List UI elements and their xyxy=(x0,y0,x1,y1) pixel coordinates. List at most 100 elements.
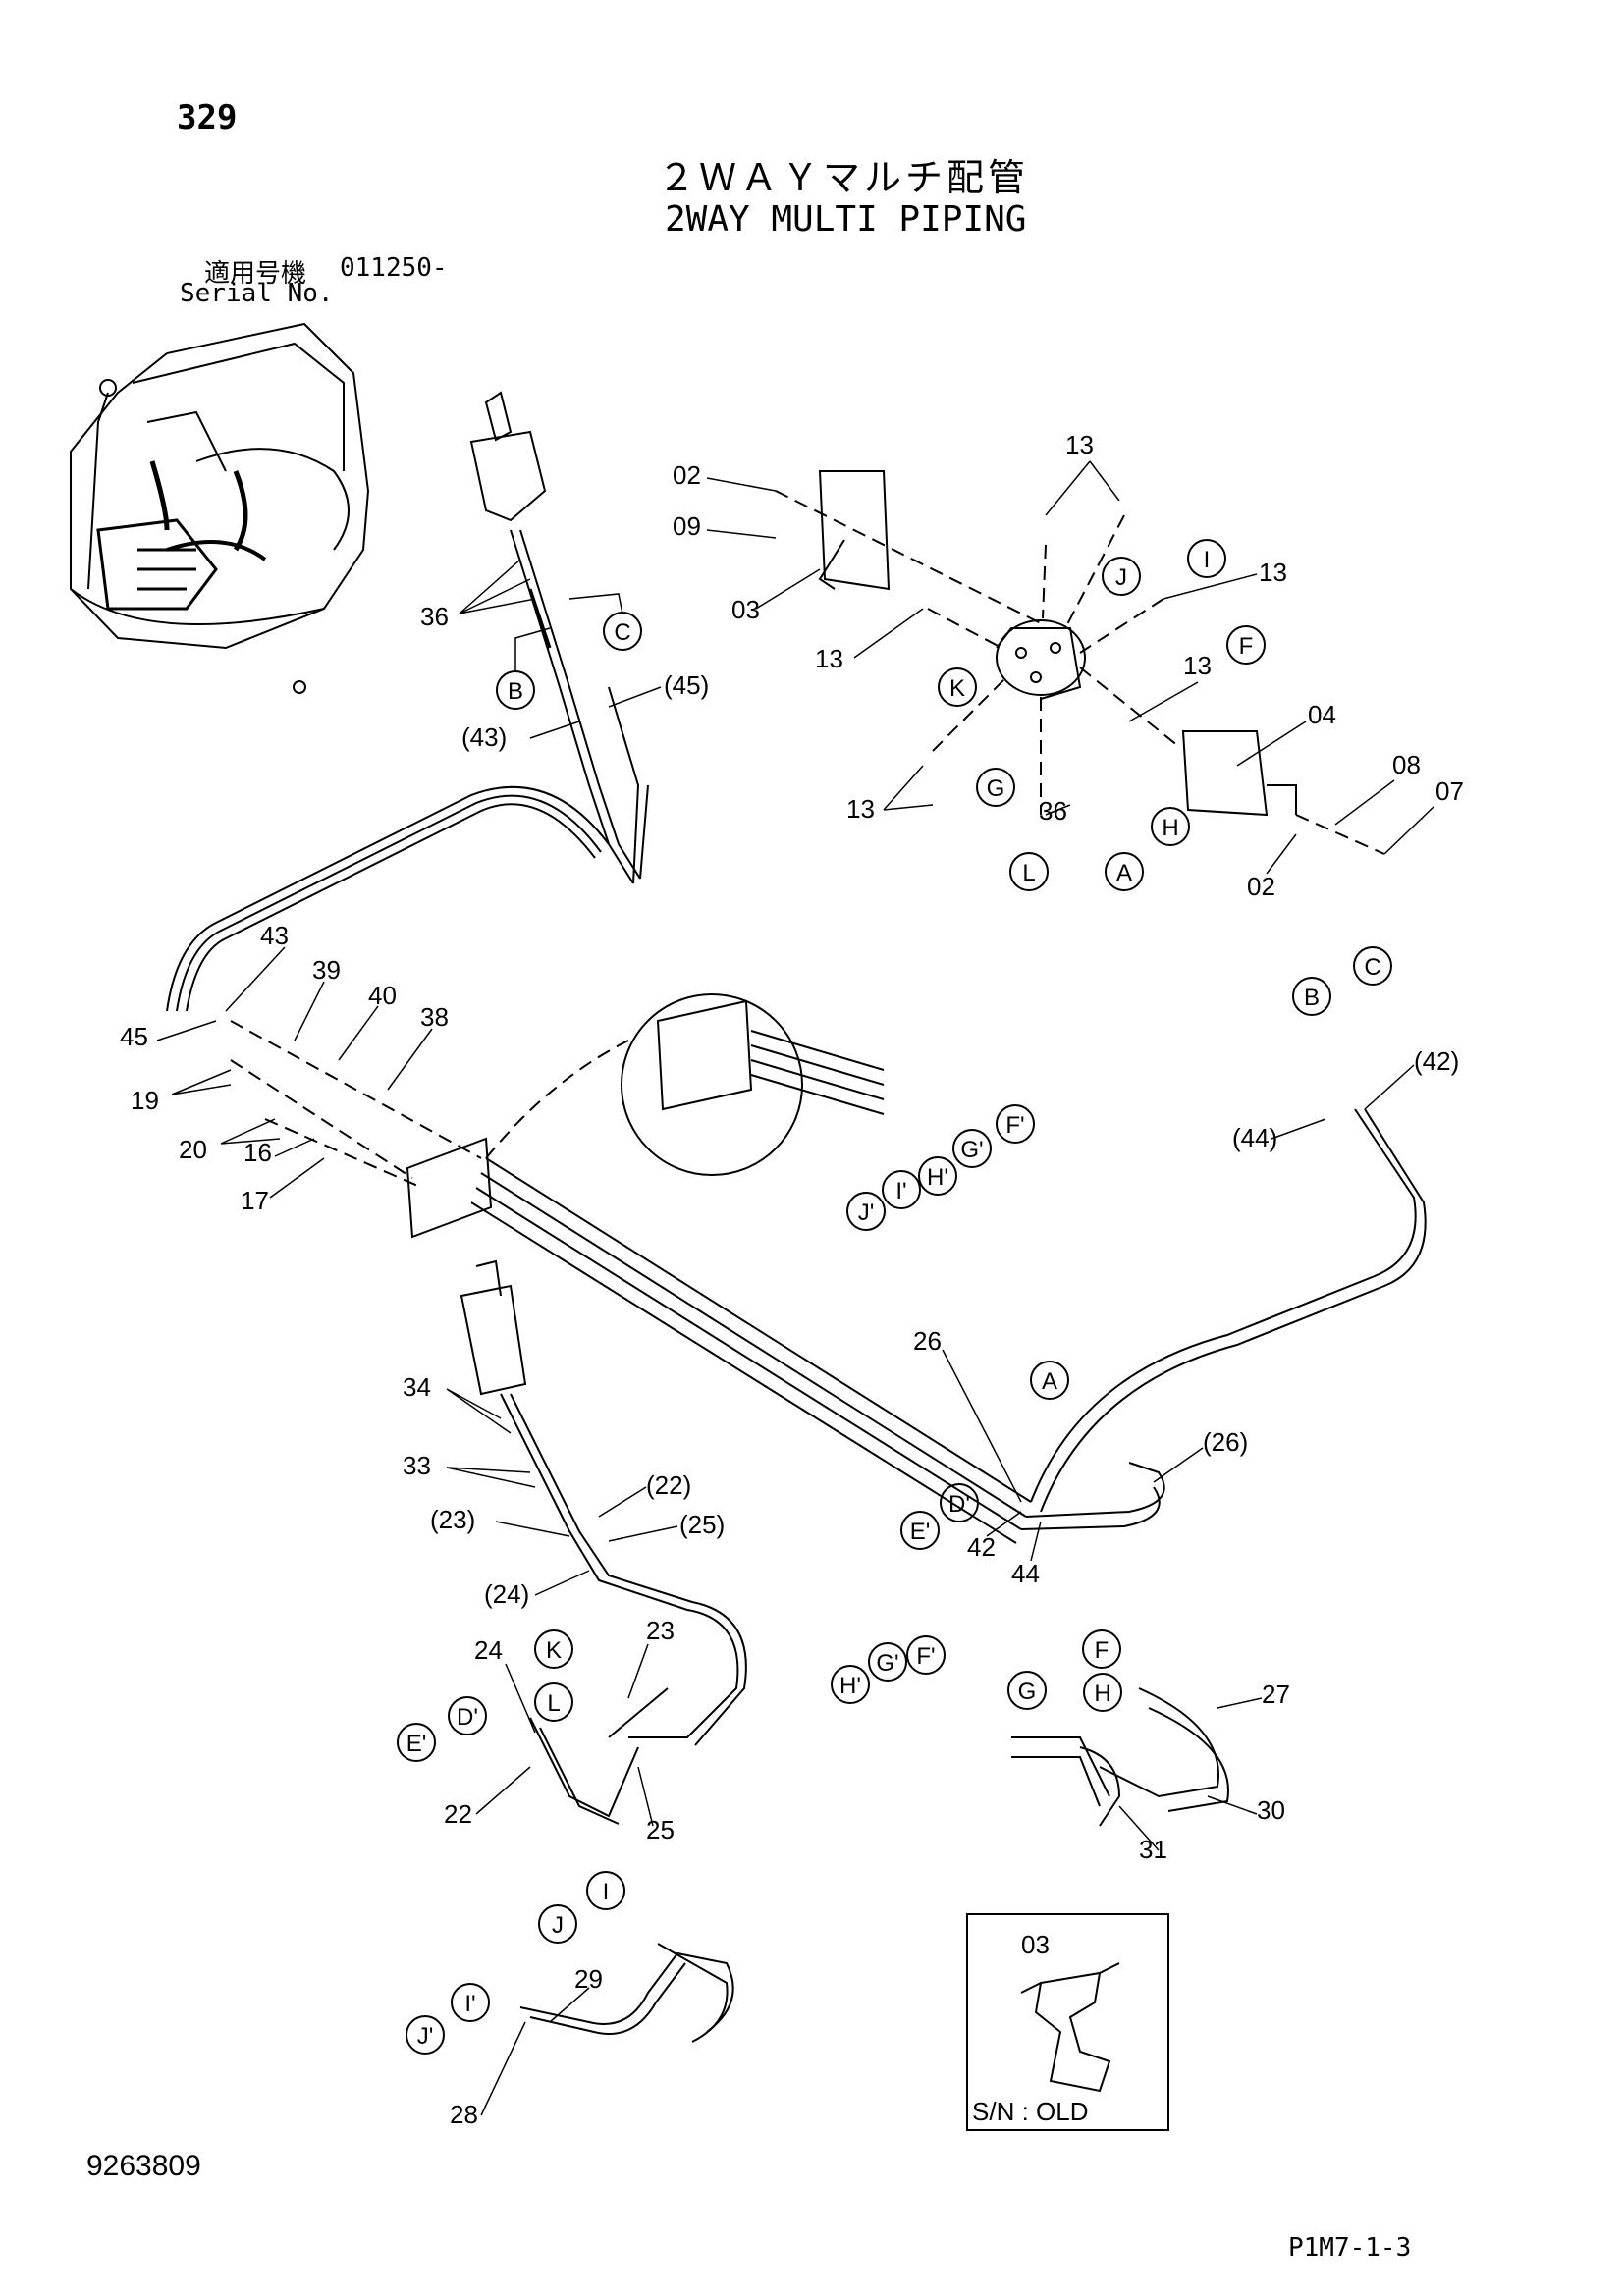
letter-i-bottom: I xyxy=(603,1879,610,1905)
connection-letters: C B J I F K G H L A F' G' H' I' J' B C A… xyxy=(406,547,1381,2050)
label-16: 16 xyxy=(243,1138,272,1167)
letter-f-valve: F xyxy=(1239,633,1254,660)
label-02-bottom: 02 xyxy=(1247,872,1275,901)
label-45-paren: (45) xyxy=(664,670,709,700)
letter-l-lower: L xyxy=(547,1690,560,1717)
label-09: 09 xyxy=(673,511,701,541)
letter-f-prime-detail: F' xyxy=(1005,1112,1024,1139)
letter-h-valve: H xyxy=(1162,815,1178,841)
label-02-top: 02 xyxy=(673,460,701,490)
valve-block-assembly xyxy=(775,470,1385,855)
title-japanese: ２ＷＡＹマルチ配管 xyxy=(658,156,1030,199)
machine-cab-illustration xyxy=(70,322,370,694)
label-30: 30 xyxy=(1257,1795,1285,1825)
label-23-paren: (23) xyxy=(430,1505,475,1534)
letter-f-prime-lower: F' xyxy=(916,1643,935,1670)
letter-c-right: C xyxy=(1364,954,1380,981)
label-29: 29 xyxy=(574,1964,603,1994)
letter-i-prime-bottom: I' xyxy=(464,1991,475,2017)
letter-h-prime-lower: H' xyxy=(839,1673,861,1699)
label-45: 45 xyxy=(120,1022,148,1051)
letter-e-prime-mid: E' xyxy=(910,1519,931,1545)
label-23: 23 xyxy=(646,1616,675,1645)
label-40: 40 xyxy=(368,981,397,1010)
letter-i-prime-detail: I' xyxy=(895,1178,906,1204)
letter-g-prime-detail: G' xyxy=(960,1137,983,1163)
letter-k-valve: K xyxy=(949,675,965,702)
label-36-valve: 36 xyxy=(1039,796,1067,826)
label-42-paren: (42) xyxy=(1414,1046,1459,1076)
label-22-paren: (22) xyxy=(646,1470,691,1500)
letter-h-lower: H xyxy=(1094,1681,1110,1707)
letter-a-valve: A xyxy=(1116,860,1132,886)
label-33: 33 xyxy=(403,1451,431,1480)
letter-i-valve: I xyxy=(1204,547,1211,573)
letter-d-prime-lower: D' xyxy=(457,1704,478,1731)
letter-l-valve: L xyxy=(1022,860,1035,886)
letter-j-bottom: J xyxy=(552,1912,564,1939)
label-26-paren: (26) xyxy=(1203,1427,1248,1457)
letter-b-top: B xyxy=(508,678,523,705)
label-43: 43 xyxy=(260,921,289,950)
label-24-paren: (24) xyxy=(484,1579,529,1609)
letter-b-right: B xyxy=(1304,985,1320,1011)
label-26: 26 xyxy=(913,1326,942,1356)
center-left-hose-assembly xyxy=(460,1259,747,1825)
label-13-bottom: 13 xyxy=(846,794,875,824)
label-13-left: 13 xyxy=(815,644,843,673)
center-right-hose-assembly xyxy=(1011,1687,1229,1827)
label-13-mid: 13 xyxy=(1183,651,1212,680)
label-28: 28 xyxy=(450,2100,478,2129)
old-bracket-inset xyxy=(966,1913,1169,2131)
label-07: 07 xyxy=(1435,776,1464,806)
part-number-labels: 36 (43) (45) 02 09 03 13 13 13 13 13 36 … xyxy=(120,430,1464,2129)
label-42: 42 xyxy=(967,1532,996,1562)
label-19: 19 xyxy=(131,1086,159,1115)
label-31: 31 xyxy=(1139,1835,1167,1864)
letter-j-prime-bottom: J' xyxy=(417,2023,434,2050)
label-04: 04 xyxy=(1308,700,1336,729)
letter-e-prime-lower: E' xyxy=(406,1731,427,1757)
serial-label-japanese: 適用号機 xyxy=(204,259,307,289)
bottom-hose-assembly xyxy=(519,1943,734,2043)
label-44-paren: (44) xyxy=(1232,1123,1277,1152)
letter-a-right: A xyxy=(1042,1368,1057,1395)
page-code: P1M7-1-3 xyxy=(1288,2233,1412,2263)
letter-h-prime-detail: H' xyxy=(927,1164,948,1191)
label-25-paren: (25) xyxy=(679,1510,725,1539)
bracket-and-pipes xyxy=(230,993,1427,1544)
label-24: 24 xyxy=(474,1635,503,1665)
page-number: 329 xyxy=(177,98,238,137)
letter-g-prime-lower: G' xyxy=(876,1650,898,1677)
label-34: 34 xyxy=(403,1372,431,1402)
label-22: 22 xyxy=(444,1799,472,1829)
serial-label-english: Serial No. xyxy=(180,279,334,308)
label-36-top: 36 xyxy=(420,602,449,631)
label-39: 39 xyxy=(312,955,341,985)
letter-k-lower: K xyxy=(546,1637,562,1664)
label-44: 44 xyxy=(1011,1559,1040,1588)
leader-lines xyxy=(156,460,1434,2116)
label-43-paren: (43) xyxy=(461,722,507,752)
label-27: 27 xyxy=(1262,1680,1290,1709)
title-english: 2WAY MULTI PIPING xyxy=(665,199,1027,240)
label-38: 38 xyxy=(420,1002,449,1032)
letter-c-top: C xyxy=(614,619,630,646)
document-number: 9263809 xyxy=(86,2150,201,2182)
letter-g-lower: G xyxy=(1018,1679,1037,1705)
top-left-hose-assembly xyxy=(166,391,649,1012)
letter-f-lower: F xyxy=(1095,1637,1109,1664)
label-03: 03 xyxy=(731,595,760,624)
letter-j-valve: J xyxy=(1115,564,1127,591)
letter-d-prime-mid: D' xyxy=(948,1491,970,1518)
label-13-top: 13 xyxy=(1065,430,1094,459)
label-20: 20 xyxy=(179,1135,207,1164)
label-25: 25 xyxy=(646,1815,675,1844)
label-17: 17 xyxy=(241,1186,269,1215)
label-13-right: 13 xyxy=(1259,558,1287,587)
serial-range: 011250- xyxy=(340,253,448,283)
label-08: 08 xyxy=(1392,750,1421,779)
letter-g-valve: G xyxy=(987,775,1005,802)
letter-j-prime-detail: J' xyxy=(858,1200,875,1226)
